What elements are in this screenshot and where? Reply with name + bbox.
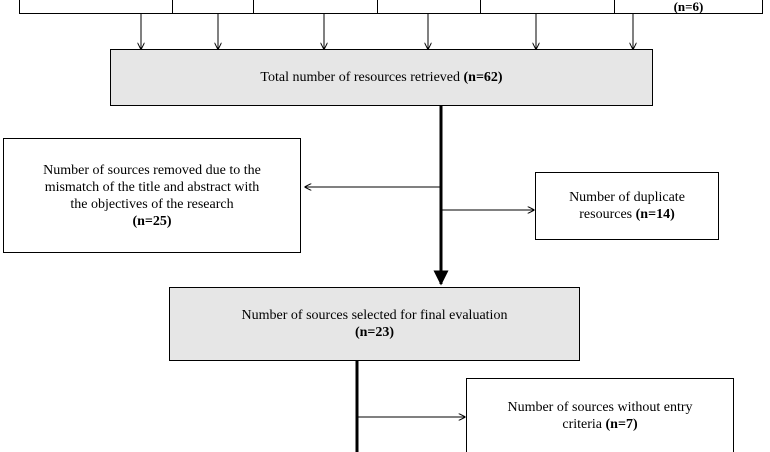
no-entry-line-2: criteria (n=7) [562, 416, 638, 432]
removed-line-3: the objectives of the research [70, 196, 234, 212]
selected-line-1: Number of sources selected for final eva… [241, 308, 508, 323]
removed-sources-box: Number of sources removed due to the mis… [3, 138, 301, 253]
duplicate-resources-box: Number of duplicate resources (n=14) [535, 172, 719, 240]
removed-count: (n=25) [132, 213, 172, 229]
total-resources-text: Total number of resources retrieved (n=6… [260, 70, 503, 85]
source-box-4 [377, 0, 481, 14]
no-entry-line-1: Number of sources without entry [507, 399, 693, 415]
duplicate-line-2: resources (n=14) [579, 207, 675, 222]
source-box-2 [172, 0, 254, 14]
source-box-6: (n=6) [614, 0, 763, 14]
source-box-6-count: (n=6) [673, 0, 704, 14]
no-entry-criteria-box: Number of sources without entry criteria… [466, 378, 734, 452]
source-box-1 [19, 0, 173, 14]
source-box-5 [480, 0, 615, 14]
removed-line-2: mismatch of the title and abstract with [44, 179, 260, 195]
removed-line-1: Number of sources removed due to the [43, 162, 261, 178]
duplicate-line-1: Number of duplicate [569, 190, 685, 205]
total-resources-box: Total number of resources retrieved (n=6… [110, 49, 653, 106]
selected-count: (n=23) [354, 325, 395, 340]
selected-sources-box: Number of sources selected for final eva… [169, 287, 580, 361]
source-box-3 [253, 0, 378, 14]
